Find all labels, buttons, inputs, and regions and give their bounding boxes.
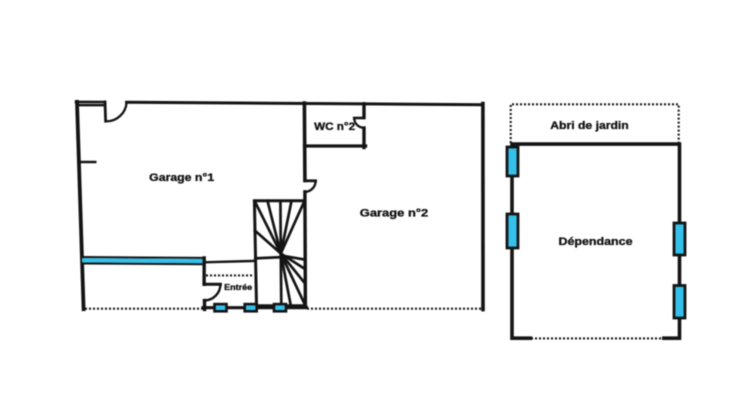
svg-text:Garage n°1: Garage n°1 bbox=[149, 172, 214, 184]
svg-text:WC n°2: WC n°2 bbox=[314, 121, 355, 133]
svg-text:Entrée: Entrée bbox=[224, 282, 252, 292]
svg-text:Dépendance: Dépendance bbox=[559, 236, 633, 248]
svg-text:Garage n°2: Garage n°2 bbox=[360, 207, 429, 219]
svg-text:Abri de jardin: Abri de jardin bbox=[550, 120, 629, 132]
